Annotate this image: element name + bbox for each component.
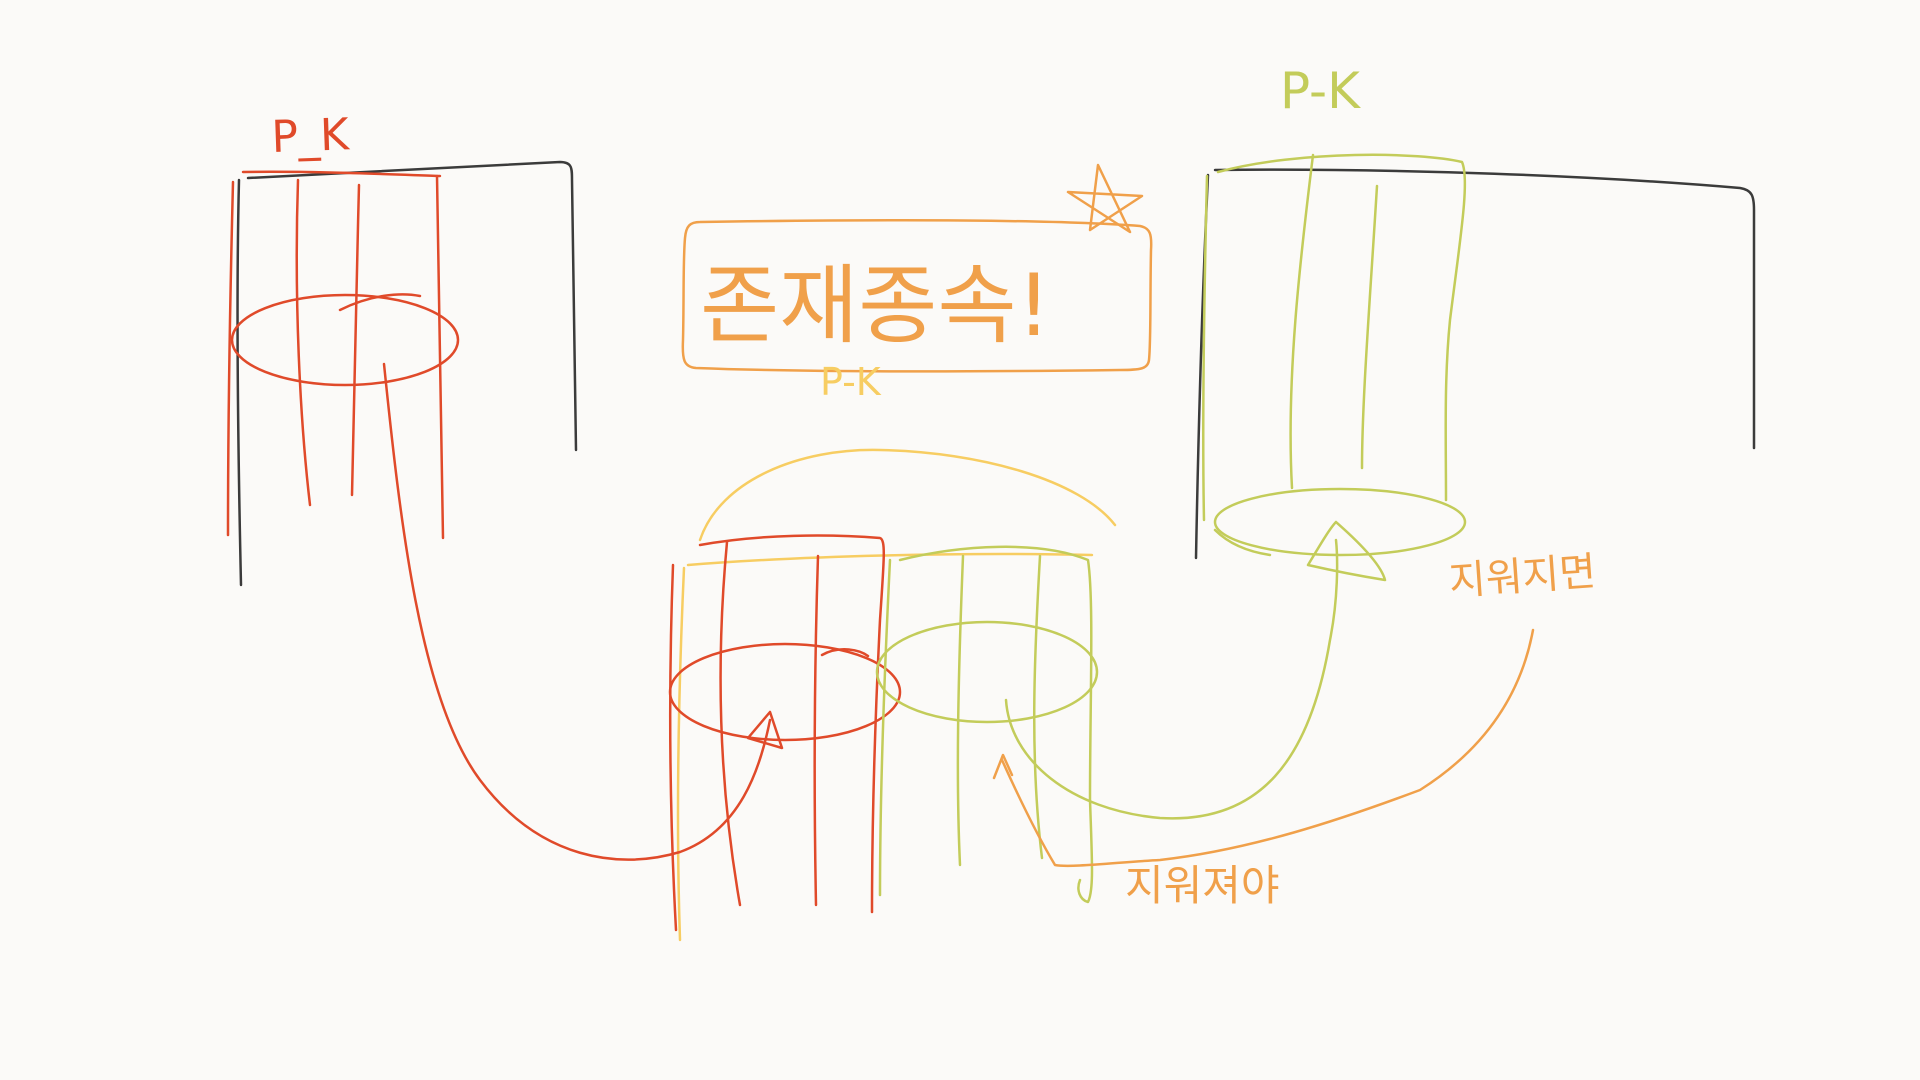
center-table-pk-arc	[698, 448, 1117, 542]
center-red-column-2	[719, 540, 742, 907]
left-table: P_K	[226, 109, 578, 587]
center-red-key-circle	[668, 642, 902, 742]
left-table-column-2	[295, 178, 312, 507]
right-table-column-4	[1216, 153, 1467, 502]
red-dependency-arrow	[382, 362, 772, 861]
relationship-arrows: 지워지면 지워져야	[382, 362, 1598, 910]
title-text: 존재종속!	[700, 256, 1051, 356]
center-green-column-3	[1033, 554, 1044, 860]
left-table-frame	[236, 160, 578, 587]
center-red-column-4	[698, 534, 885, 914]
right-table-column-1	[1201, 174, 1209, 522]
left-table-column-4	[435, 174, 445, 540]
left-table-pk-label: P_K	[271, 109, 351, 163]
center-table-left-edge	[676, 566, 686, 942]
left-table-pk-underline	[241, 170, 442, 178]
center-green-column-4	[898, 545, 1094, 904]
right-table-column-3	[1360, 184, 1379, 470]
center-table: P-K	[668, 360, 1117, 942]
center-red-column-3	[813, 554, 820, 907]
note-if-deleted: 지워지면	[1447, 549, 1597, 605]
green-arrow-head	[1306, 520, 1387, 582]
orange-arrow-head	[992, 753, 1014, 780]
center-green-column-1	[878, 558, 892, 897]
existence-dependency-box: 존재종속!	[681, 163, 1153, 373]
right-table-column-2	[1289, 153, 1315, 490]
left-table-column-3	[350, 183, 361, 497]
orange-delete-arrow	[1000, 628, 1535, 868]
right-table: P-K	[1194, 62, 1756, 560]
right-table-frame	[1194, 168, 1756, 560]
center-table-pk-label: P-K	[820, 360, 882, 404]
star-icon	[1066, 163, 1144, 234]
right-table-pk-label: P-K	[1280, 62, 1361, 120]
left-table-key-circle-tail	[338, 293, 422, 312]
center-green-column-2	[956, 554, 965, 867]
center-red-column-1	[668, 563, 678, 932]
title-box-outline	[681, 219, 1153, 373]
center-table-top-line	[686, 552, 1094, 567]
note-must-be-deleted: 지워져야	[1125, 861, 1280, 910]
red-arrow-head	[746, 710, 784, 750]
left-table-column-1	[226, 180, 235, 537]
left-table-key-circle	[230, 293, 460, 387]
green-dependency-arrow	[1004, 538, 1339, 820]
right-table-key-circle	[1213, 487, 1467, 557]
center-green-key-circle	[875, 620, 1099, 724]
center-red-key-circle-tail	[820, 648, 870, 658]
right-table-key-circle-tail	[1213, 528, 1272, 557]
